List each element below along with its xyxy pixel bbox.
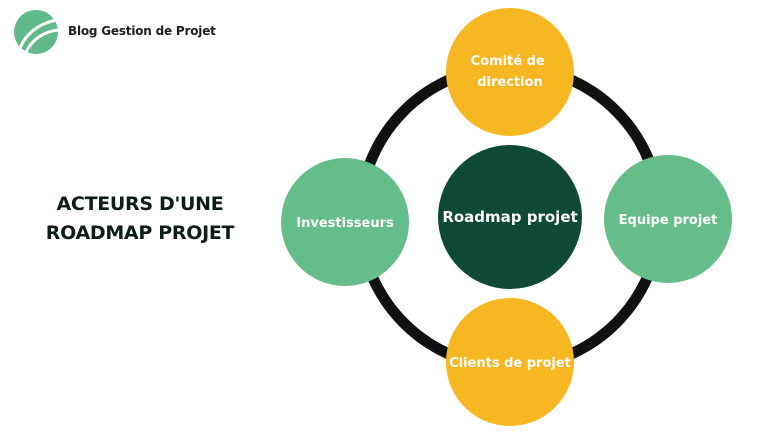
node-right-label: Equipe projet <box>619 213 718 228</box>
page-title-line-1: ACTEURS D'UNE <box>56 193 224 215</box>
node-right: Equipe projet <box>604 155 732 283</box>
node-top-label: Comité de direction <box>471 54 550 90</box>
node-left-circle <box>281 158 409 286</box>
node-center-label: Roadmap projet <box>442 208 577 226</box>
node-center: Roadmap projet <box>438 145 582 289</box>
leaf-logo-icon <box>14 10 59 54</box>
node-bottom-circle <box>446 298 574 426</box>
node-center-circle <box>438 145 582 289</box>
node-bottom: Clients de projet <box>446 298 574 426</box>
brand-header: Blog Gestion de Projet <box>12 8 216 56</box>
brand-name: Blog Gestion de Projet <box>68 24 216 38</box>
node-left-label: Investisseurs <box>296 216 394 231</box>
node-left: Investisseurs <box>281 158 409 286</box>
node-top-circle <box>446 8 574 136</box>
node-top: Comité de direction <box>446 8 574 136</box>
page-title-line-2: ROADMAP PROJET <box>45 222 235 244</box>
page-title: ACTEURS D'UNE ROADMAP PROJET <box>20 190 260 248</box>
node-right-circle <box>604 155 732 283</box>
node-bottom-label: Clients de projet <box>449 356 571 371</box>
